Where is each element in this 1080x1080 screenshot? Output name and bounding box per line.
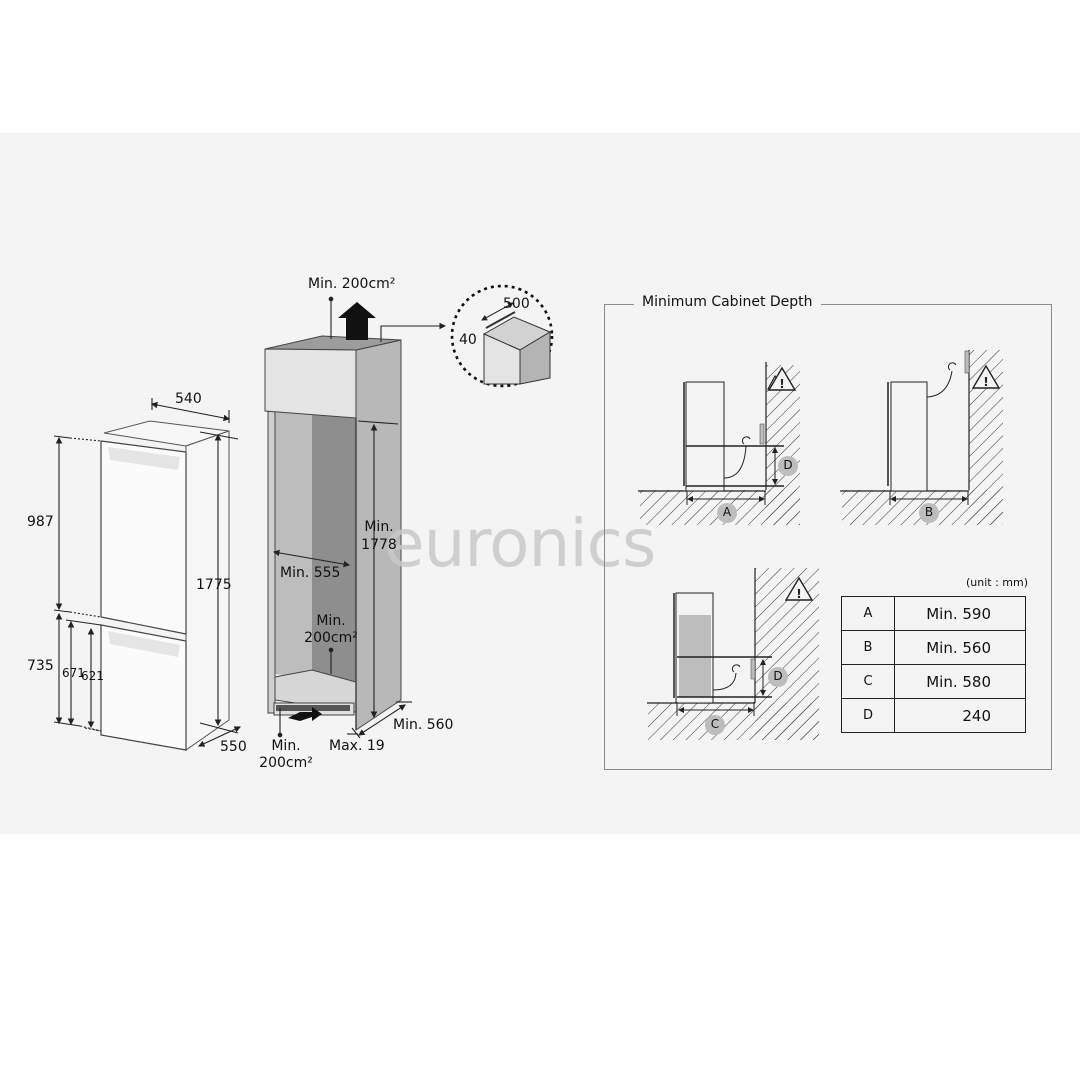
warning-icon-mark: !!! [779,375,988,601]
badge-c: C [710,717,720,731]
table-row: A Min. 590 [841,596,1026,631]
row-value: Min. 580 [894,664,1026,699]
cabinet-height-label-2: 1778 [361,537,397,553]
fridge-lower-inner-1-label: 671 [62,666,85,680]
table-row: B Min. 560 [841,630,1026,665]
fridge-dimensions [53,398,241,747]
cabinet-depth-label: Min. 560 [393,717,454,733]
cabinet-drawing [264,302,402,731]
fridge-depth-label: 550 [220,739,247,755]
bottom-vent-label-2: 200cm² [259,755,313,771]
plinth-gap-label: Max. 19 [329,738,385,754]
fridge-upper-height-label: 987 [27,514,54,530]
rear-vent-label-1: Min. [316,613,346,629]
fridge-lower-height-label: 735 [27,658,54,674]
panel-title: Minimum Cabinet Depth [634,294,821,310]
detail-width-label: 500 [503,296,530,312]
warning-icon [767,364,1001,601]
svg-text:!: ! [983,375,988,389]
row-key: B [841,630,895,665]
unit-note: (unit : mm) [966,576,1029,589]
svg-text:!: ! [779,377,784,391]
rear-vent-label-2: 200cm² [304,630,358,646]
badge-d: D [783,458,793,472]
row-value: 240 [894,698,1026,733]
detail-height-label: 40 [459,332,477,348]
row-value: Min. 560 [894,630,1026,665]
bottom-vent-label-1: Min. [271,738,301,754]
depth-diagram-c [647,568,819,740]
svg-text:!: ! [796,587,801,601]
badge-b: B [924,505,934,519]
table-row: C Min. 580 [841,664,1026,699]
ventilation-detail-callout [450,284,554,388]
fridge-total-height-label: 1775 [196,577,232,593]
cabinet-dimensions [272,296,447,739]
row-key: D [841,698,895,733]
table-row: D 240 [841,698,1026,733]
badge-d: D [773,669,783,683]
cabinet-height-label-1: Min. [364,519,394,535]
row-key: A [841,596,895,631]
cabinet-width-label: Min. 555 [280,565,341,581]
row-key: C [841,664,895,699]
badge-a: A [722,505,732,519]
top-vent-label: Min. 200cm² [308,276,396,292]
dimension-badges [705,456,939,735]
watermark: euronics [384,505,656,582]
minimum-cabinet-depth-panel [604,304,1052,770]
depth-spec-table: A Min. 590 B Min. 560 C Min. 580 D 240 [841,596,1026,733]
fridge-lower-inner-2-label: 621 [81,669,104,683]
fridge-width-label: 540 [175,391,202,407]
row-value: Min. 590 [894,596,1026,631]
